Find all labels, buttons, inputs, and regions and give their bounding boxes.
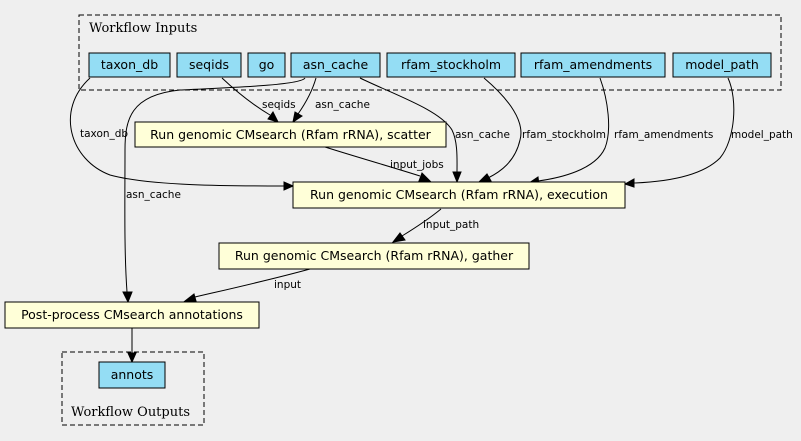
workflow-outputs-label: Workflow Outputs: [71, 405, 190, 420]
workflow-inputs-label: Workflow Inputs: [89, 21, 197, 36]
edge-execution-gather: input_path: [391, 208, 479, 243]
edge-label-input: input: [274, 279, 301, 291]
step-node-execution[interactable]: Run genomic CMsearch (Rfam rRNA), execut…: [292, 181, 626, 209]
input-label-go: go: [259, 57, 275, 72]
edge-label-taxon-db: taxon_db: [80, 128, 128, 140]
step-label-execution: Run genomic CMsearch (Rfam rRNA), execut…: [310, 187, 608, 202]
input-label-asn-cache: asn_cache: [303, 57, 369, 72]
step-label-gather: Run genomic CMsearch (Rfam rRNA), gather: [235, 248, 514, 263]
edge-label-seqids: seqids: [262, 99, 296, 111]
edge-label-asn-cache-execution: asn_cache: [455, 129, 510, 141]
input-node-model-path[interactable]: model_path: [672, 52, 772, 78]
workflow-outputs-cluster: Workflow Outputs: [61, 351, 205, 426]
input-label-seqids: seqids: [189, 57, 229, 72]
input-label-rfam-stockholm: rfam_stockholm: [401, 57, 501, 72]
edge-seqids-scatter: seqids: [221, 77, 296, 123]
input-node-asn-cache[interactable]: asn_cache: [290, 52, 381, 78]
edge-scatter-execution: input_jobs: [324, 146, 444, 182]
output-label-annots: annots: [111, 367, 154, 382]
input-node-rfam-stockholm[interactable]: rfam_stockholm: [386, 52, 516, 78]
edge-taxon-db-execution: taxon_db: [69, 77, 295, 191]
edge-asn-cache-scatter: asn_cache: [292, 77, 370, 124]
edge-label-input-path: input_path: [423, 219, 479, 231]
edge-label-rfam-stockholm: rfam_stockholm: [522, 129, 606, 141]
input-node-seqids[interactable]: seqids: [176, 52, 242, 78]
step-node-scatter[interactable]: Run genomic CMsearch (Rfam rRNA), scatte…: [134, 121, 447, 148]
edge-asn-cache-postprocess: asn_cache: [122, 77, 306, 304]
edge-postprocess-annots: [127, 328, 137, 364]
input-node-rfam-amendments[interactable]: rfam_amendments: [520, 52, 666, 78]
output-node-annots[interactable]: annots: [98, 361, 166, 389]
input-label-model-path: model_path: [685, 57, 759, 72]
edge-label-asn-cache-scatter: asn_cache: [315, 99, 370, 111]
edge-label-rfam-amendments: rfam_amendments: [614, 129, 713, 141]
edge-model-path-execution: model_path: [623, 77, 793, 188]
step-node-postprocess[interactable]: Post-process CMsearch annotations: [4, 301, 260, 329]
edge-label-asn-cache-postprocess: asn_cache: [126, 189, 181, 201]
edge-label-model-path: model_path: [731, 129, 793, 141]
workflow-inputs-cluster: Workflow Inputs: [78, 14, 782, 91]
step-node-gather[interactable]: Run genomic CMsearch (Rfam rRNA), gather: [218, 242, 530, 270]
edge-asn-cache-execution: asn_cache: [359, 77, 510, 184]
edge-label-input-jobs: input_jobs: [390, 159, 444, 171]
input-node-taxon-db[interactable]: taxon_db: [88, 52, 171, 78]
input-label-rfam-amendments: rfam_amendments: [534, 57, 652, 72]
edge-rfam-stockholm-execution: rfam_stockholm: [477, 77, 606, 183]
input-label-taxon-db: taxon_db: [101, 57, 158, 72]
input-node-go[interactable]: go: [247, 52, 286, 78]
step-label-scatter: Run genomic CMsearch (Rfam rRNA), scatte…: [150, 127, 432, 142]
step-label-postprocess: Post-process CMsearch annotations: [21, 307, 243, 322]
edge-gather-postprocess: input: [183, 268, 311, 302]
